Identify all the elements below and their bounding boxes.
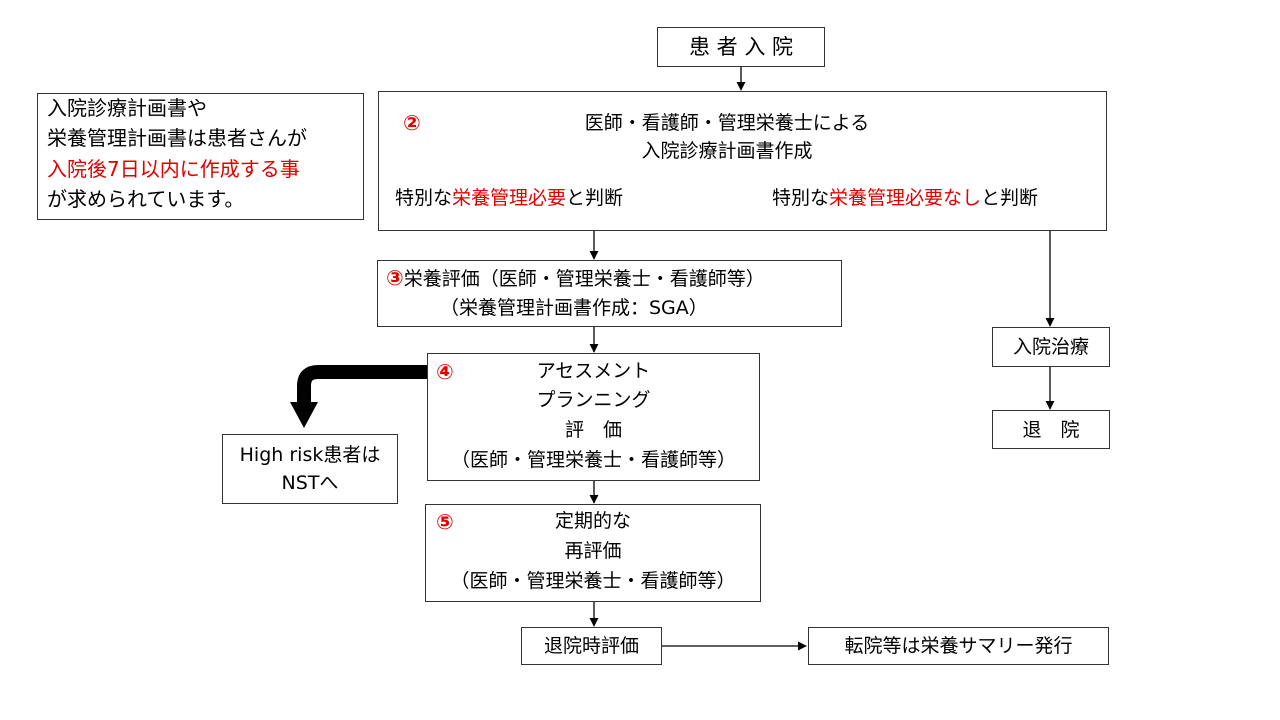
step2-line-2: 入院診療計画書作成 [641,140,813,162]
note-line-1: 入院診療計画書や [47,96,207,120]
step3-first-line: ③栄養評価（医師・管理栄養士・看護師等） [386,266,765,291]
step4-line-2: プランニング [536,389,651,411]
thick-curve-arrow-nst [297,365,428,404]
admission-label: 患 者 入 院 [688,35,794,59]
high-risk-box: High risk患者は NSTへ [222,434,398,504]
step5-line-2: 再評価 [564,540,622,562]
step2-left-suffix: と判断 [566,187,624,209]
discharge-label: 退 院 [1022,419,1080,441]
discharge-eval-label: 退院時評価 [543,635,639,657]
step4-line-3: 評 価 [564,419,622,441]
step2-line-1: 医師・看護師・管理栄養士による [584,112,870,134]
treatment-label: 入院治療 [1012,336,1089,358]
step2-right-suffix: と判断 [981,187,1039,209]
high-risk-line-2: NSTへ [281,472,339,494]
step2-left-judgement: 特別な栄養管理必要と判断 [395,186,623,210]
step4-line-4: （医師・管理栄養士・看護師等） [450,449,736,471]
step3-line-2: （栄養管理計画書作成：SGA） [440,297,708,319]
step4-box [427,353,760,481]
step2-left-red: 栄養管理必要 [452,187,567,209]
step5-number: ⑤ [436,510,454,534]
note-line-2: 栄養管理計画書は患者さんが [47,126,307,150]
transfer-label: 転院等は栄養サマリー発行 [844,635,1073,657]
step3-box [377,260,842,327]
step2-box [378,91,1107,231]
step3-line-1: 栄養評価（医師・管理栄養士・看護師等） [403,268,765,290]
transfer-box: 転院等は栄養サマリー発行 [808,627,1109,665]
note-box: 入院診療計画書や 栄養管理計画書は患者さんが 入院後7日以内に作成する事 が求め… [37,93,364,220]
step4-number: ④ [436,360,454,384]
step2-number: ② [403,111,421,135]
high-risk-line-1: High risk患者は [239,444,381,466]
step2-right-red: 栄養管理必要なし [829,187,982,209]
discharge-eval-box: 退院時評価 [521,627,662,665]
note-line-4: が求められています。 [47,187,245,211]
step5-box [425,504,761,602]
step5-line-1: 定期的な [554,510,631,532]
step3-number: ③ [386,266,404,290]
step5-line-3: （医師・管理栄養士・看護師等） [450,570,736,592]
step2-left-prefix: 特別な [395,187,453,209]
step2-right-prefix: 特別な [772,187,830,209]
discharge-box: 退 院 [992,410,1110,449]
step2-right-judgement: 特別な栄養管理必要なしと判断 [772,186,1038,210]
treatment-box: 入院治療 [992,327,1110,367]
admission-box: 患 者 入 院 [657,27,825,67]
thick-arrowhead-nst [290,402,318,428]
step4-line-1: アセスメント [536,360,651,382]
note-line-3: 入院後7日以内に作成する事 [47,157,300,181]
